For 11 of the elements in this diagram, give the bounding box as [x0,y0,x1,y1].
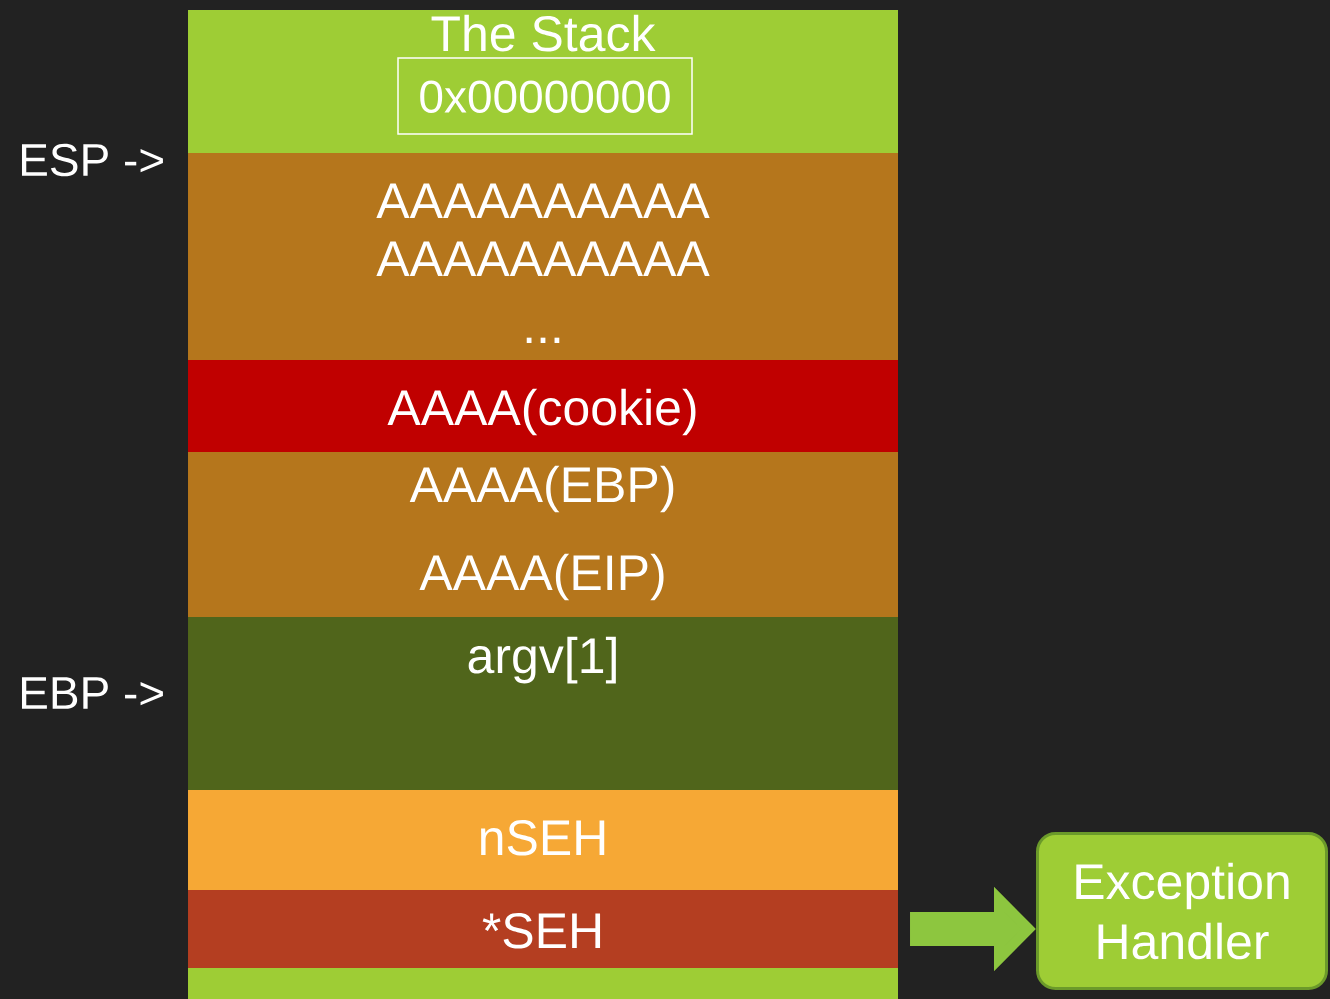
pointer-label: EBP -> [22,677,163,709]
handler-box: Exception Handler [1036,832,1328,990]
pointer-label: ESP -> [22,143,163,177]
stack-slot: AAAA(EBP) AAAA(EIP) [188,452,898,617]
stack-slot: AAAA(cookie) [188,360,898,452]
stack-slot: nSEH [188,790,898,890]
stack-slot: *SEH [188,890,898,968]
stack-slot: argv[1] [188,617,898,790]
stack-slot: AAAAAAAAAA AAAAAAAAAA ... [188,153,898,360]
address-box: 0x00000000 [397,57,693,135]
stack-slot [188,968,898,999]
